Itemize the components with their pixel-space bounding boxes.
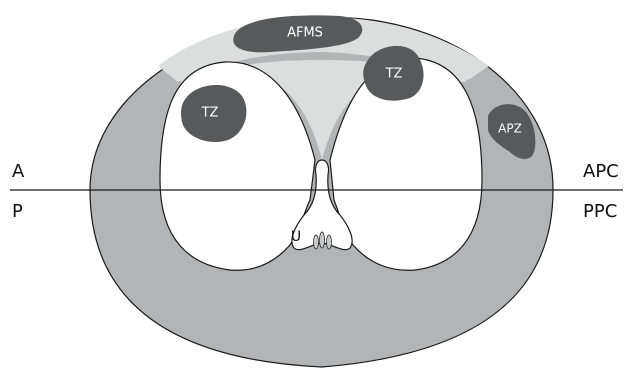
label-posterior: P <box>12 201 23 222</box>
label-ppc: PPC <box>583 201 617 222</box>
label-tz-right: TZ <box>385 67 403 82</box>
label-apz: APZ <box>498 122 522 136</box>
label-apc: APC <box>583 161 619 182</box>
label-anterior: A <box>12 161 25 182</box>
ejaculatory-duct-2 <box>320 232 325 248</box>
label-afms: AFMS <box>287 26 323 41</box>
label-urethra: U <box>291 229 301 245</box>
ejaculatory-duct-3 <box>327 235 332 249</box>
ejaculatory-duct-1 <box>314 235 319 249</box>
label-tz-left: TZ <box>201 106 219 121</box>
